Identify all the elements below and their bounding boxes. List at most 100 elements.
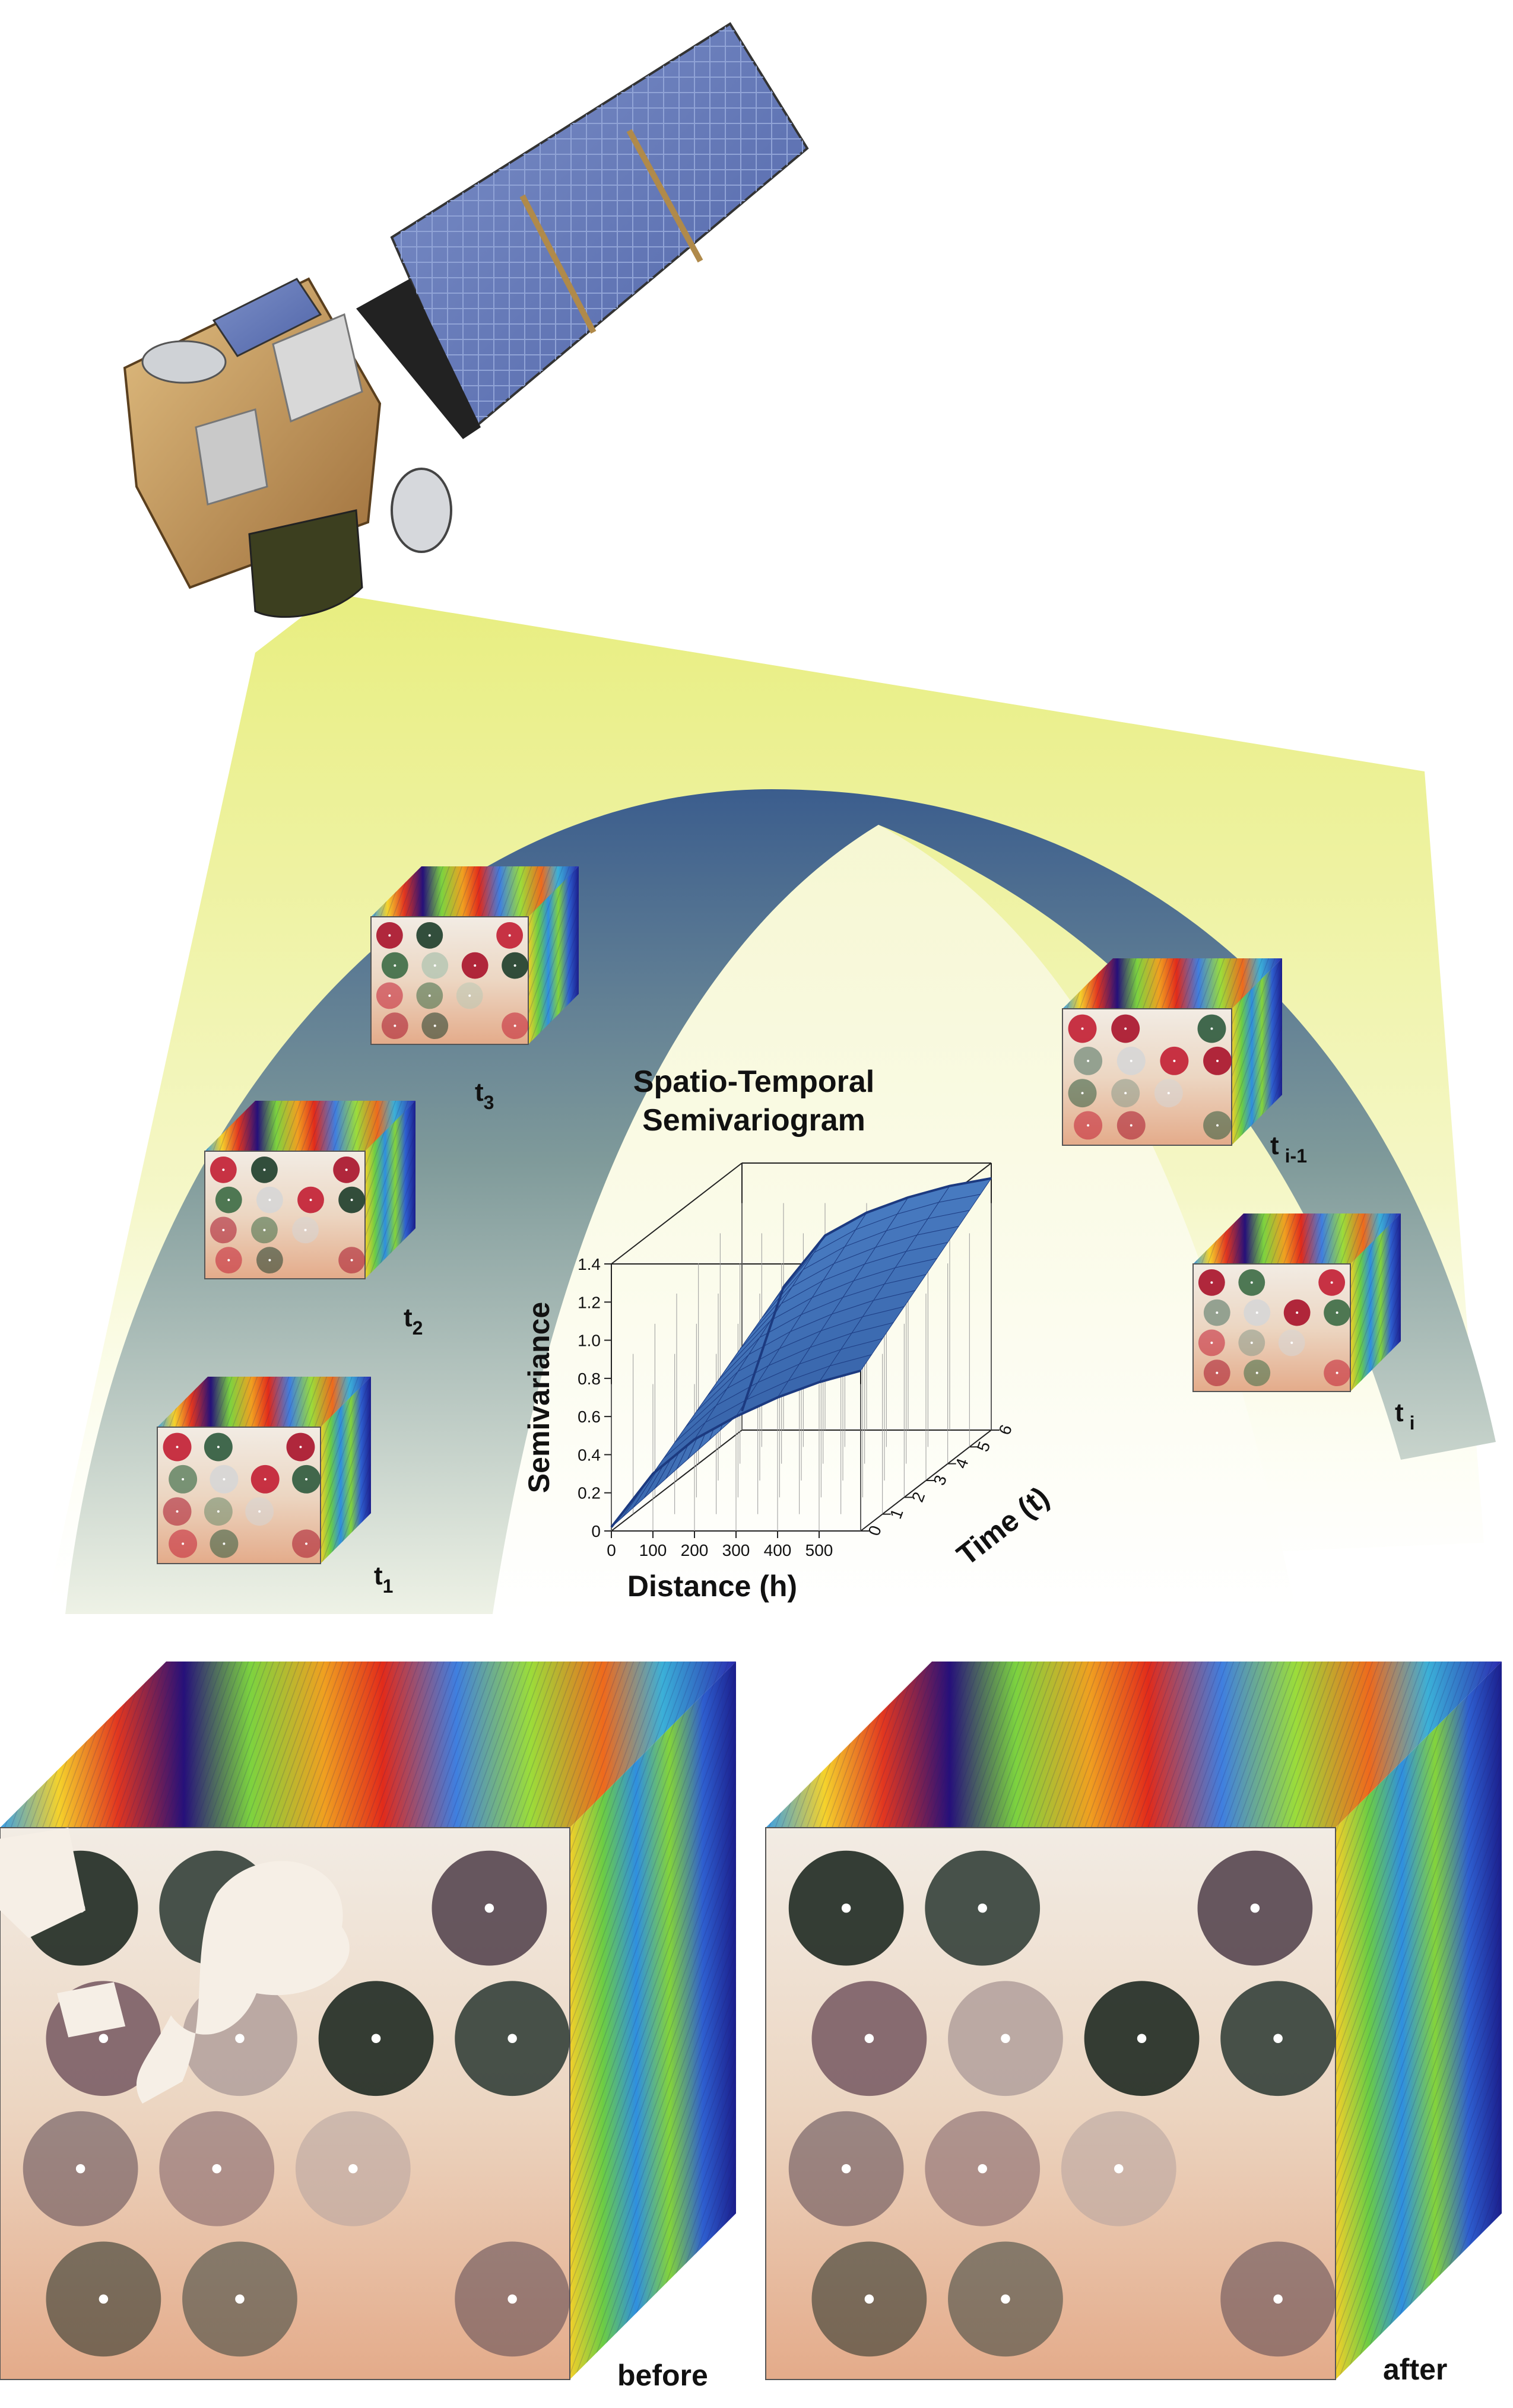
pivot-center bbox=[305, 1478, 308, 1481]
x-tick-label: 200 bbox=[681, 1541, 709, 1559]
pivot-center bbox=[75, 2164, 85, 2174]
pivot-center bbox=[264, 1478, 267, 1481]
cube-spectral-side-texture bbox=[365, 1101, 415, 1279]
cube-spectral-top-texture bbox=[0, 1662, 736, 1828]
pivot-center bbox=[235, 2034, 245, 2043]
pivot-center bbox=[182, 1542, 185, 1545]
pivot-center bbox=[182, 1478, 185, 1481]
y-tick-label: 1.0 bbox=[578, 1332, 601, 1350]
cube-spectral-side-texture bbox=[528, 866, 579, 1044]
x-tick-label: 400 bbox=[764, 1541, 792, 1559]
pivot-center bbox=[1210, 1027, 1213, 1030]
pivot-center bbox=[258, 1510, 261, 1513]
pivot-center bbox=[1124, 1092, 1127, 1095]
pivot-center bbox=[1167, 1092, 1170, 1095]
pivot-center bbox=[1216, 1311, 1219, 1314]
pivot-center bbox=[508, 934, 511, 937]
pivot-center bbox=[1087, 1059, 1090, 1062]
small-solar-panel bbox=[212, 278, 322, 357]
pivot-center bbox=[350, 1259, 353, 1262]
pivot-center bbox=[388, 934, 391, 937]
satellite-sensor bbox=[248, 509, 363, 618]
cube-spectral-top-texture bbox=[157, 1377, 371, 1427]
pivot-center bbox=[1296, 1311, 1299, 1314]
cube-spectral-side-texture bbox=[1350, 1213, 1401, 1392]
pivot-center bbox=[513, 964, 516, 967]
pivot-center bbox=[1081, 1092, 1084, 1095]
semivariogram-title-line1: Spatio-Temporal bbox=[633, 1065, 874, 1099]
data-cube-t2 bbox=[204, 1101, 415, 1279]
pivot-center bbox=[513, 1024, 516, 1027]
x-tick-label: 500 bbox=[805, 1541, 833, 1559]
pivot-center bbox=[1124, 1027, 1127, 1030]
cube-spectral-top-texture bbox=[371, 866, 579, 917]
pivot-center bbox=[227, 1259, 230, 1262]
pivot-center bbox=[468, 994, 471, 997]
x-tick-label: 300 bbox=[722, 1541, 750, 1559]
cube-spectral-top-texture bbox=[205, 1101, 415, 1151]
hyperspectral-cube-after bbox=[765, 1662, 1502, 2380]
pivot-center bbox=[304, 1228, 307, 1231]
pivot-center bbox=[223, 1478, 226, 1481]
pivot-center bbox=[176, 1446, 179, 1448]
pivot-center bbox=[1114, 2164, 1124, 2174]
cube-spectral-top-texture bbox=[1062, 958, 1282, 1009]
pivot-center bbox=[841, 1903, 851, 1913]
pivot-center bbox=[864, 2294, 874, 2304]
pivot-center bbox=[217, 1446, 220, 1448]
pivot-center bbox=[345, 1168, 348, 1171]
pivot-center bbox=[1250, 1281, 1253, 1284]
pivot-center bbox=[428, 934, 431, 937]
satellite-antenna bbox=[141, 340, 227, 384]
pivot-center bbox=[99, 2294, 109, 2304]
pivot-center bbox=[1081, 1027, 1084, 1030]
pivot-center bbox=[1130, 1124, 1133, 1127]
x-tick-label: 0 bbox=[607, 1541, 616, 1559]
y-tick-label: 0.4 bbox=[578, 1446, 601, 1464]
pivot-center bbox=[1210, 1341, 1213, 1344]
after-label: after bbox=[1383, 2353, 1447, 2386]
pivot-center bbox=[268, 1259, 271, 1262]
pivot-center bbox=[1330, 1281, 1333, 1284]
data-cube-t1 bbox=[157, 1377, 371, 1564]
pivot-center bbox=[864, 2034, 874, 2043]
chart-box-edge bbox=[611, 1162, 743, 1265]
pivot-center bbox=[433, 1024, 436, 1027]
pivot-center bbox=[371, 2034, 381, 2043]
pivot-center bbox=[484, 1903, 494, 1913]
data-cube-t-i bbox=[1192, 1213, 1401, 1392]
pivot-center bbox=[222, 1228, 225, 1231]
y-tick-label: 1.2 bbox=[578, 1293, 601, 1311]
before-label: before bbox=[617, 2359, 708, 2392]
pivot-center bbox=[299, 1446, 302, 1448]
pivot-center bbox=[1001, 2294, 1010, 2304]
pivot-center bbox=[223, 1542, 226, 1545]
pivot-center bbox=[978, 2164, 987, 2174]
pivot-center bbox=[235, 2294, 245, 2304]
y-tick-label: 0 bbox=[591, 1522, 601, 1540]
pivot-center bbox=[268, 1199, 271, 1202]
cube-spectral-side-texture bbox=[321, 1377, 371, 1564]
pivot-center bbox=[1250, 1903, 1260, 1913]
semivariogram-title-line2: Semivariogram bbox=[642, 1103, 865, 1138]
cube-spectral-top-texture bbox=[766, 1662, 1502, 1828]
pivot-center bbox=[1255, 1311, 1258, 1314]
pivot-center bbox=[1137, 2034, 1147, 2043]
pivot-center bbox=[1273, 2034, 1283, 2043]
cube-spectral-side-texture bbox=[1336, 1662, 1502, 2380]
cube-spectral-side-texture bbox=[570, 1662, 736, 2380]
pivot-center bbox=[1250, 1341, 1253, 1344]
pivot-center bbox=[1290, 1341, 1293, 1344]
pivot-center bbox=[1173, 1059, 1176, 1062]
pivot-center bbox=[388, 994, 391, 997]
pivot-center bbox=[433, 964, 436, 967]
time-label-t3: t3 bbox=[475, 1078, 494, 1113]
y-tick-label: 0.8 bbox=[578, 1370, 601, 1388]
pivot-center bbox=[841, 2164, 851, 2174]
pivot-center bbox=[1210, 1281, 1213, 1284]
pivot-center bbox=[348, 2164, 358, 2174]
pivot-center bbox=[217, 1510, 220, 1513]
